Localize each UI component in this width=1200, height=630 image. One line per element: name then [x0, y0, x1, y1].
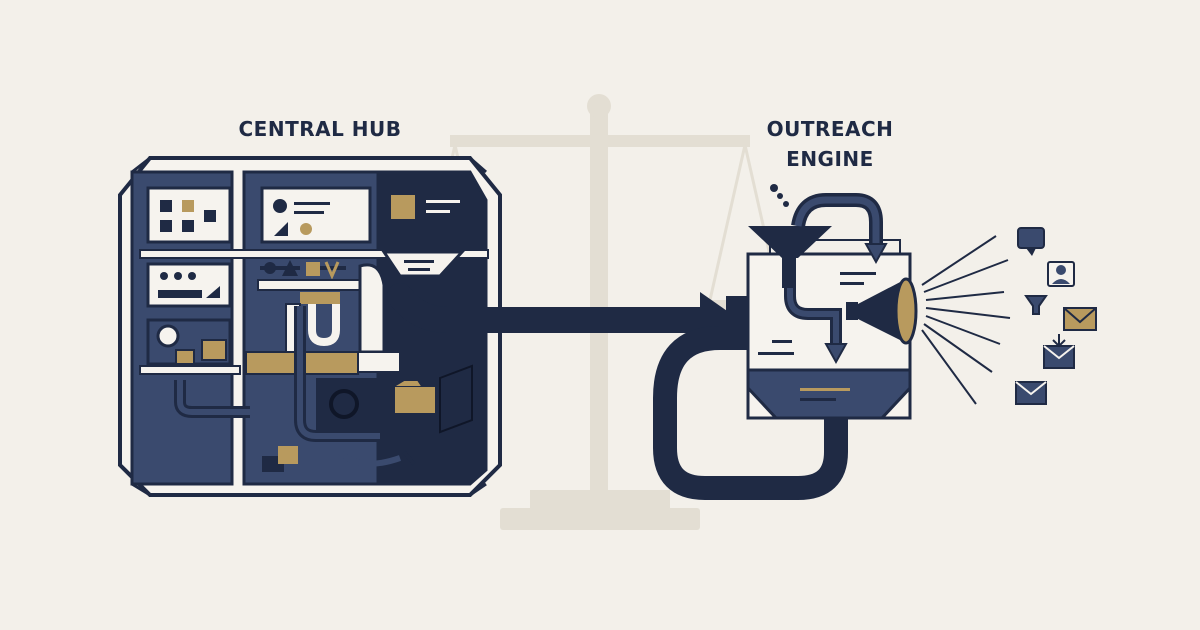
funnel-icon	[1024, 295, 1048, 315]
broadcast-rays	[921, 235, 1011, 405]
outreach-engine-label: OUTREACH ENGINE	[720, 114, 940, 174]
user-card-icon	[1047, 261, 1075, 287]
engine-inner-pipes	[784, 193, 888, 365]
megaphone-icon	[846, 277, 918, 345]
envelope-icon	[1063, 307, 1097, 331]
return-loop-pipe	[653, 326, 848, 500]
outreach-engine-label-line1: OUTREACH	[766, 117, 894, 141]
outreach-engine-label-line2: ENGINE	[786, 147, 874, 171]
mail-icon	[1015, 381, 1047, 405]
chat-bubble-icon	[1017, 227, 1045, 256]
inbox-icon	[1043, 334, 1075, 369]
central-hub-box	[118, 156, 502, 497]
funnel-intake-icon	[748, 184, 832, 288]
central-hub-label: CENTRAL HUB	[238, 117, 402, 141]
